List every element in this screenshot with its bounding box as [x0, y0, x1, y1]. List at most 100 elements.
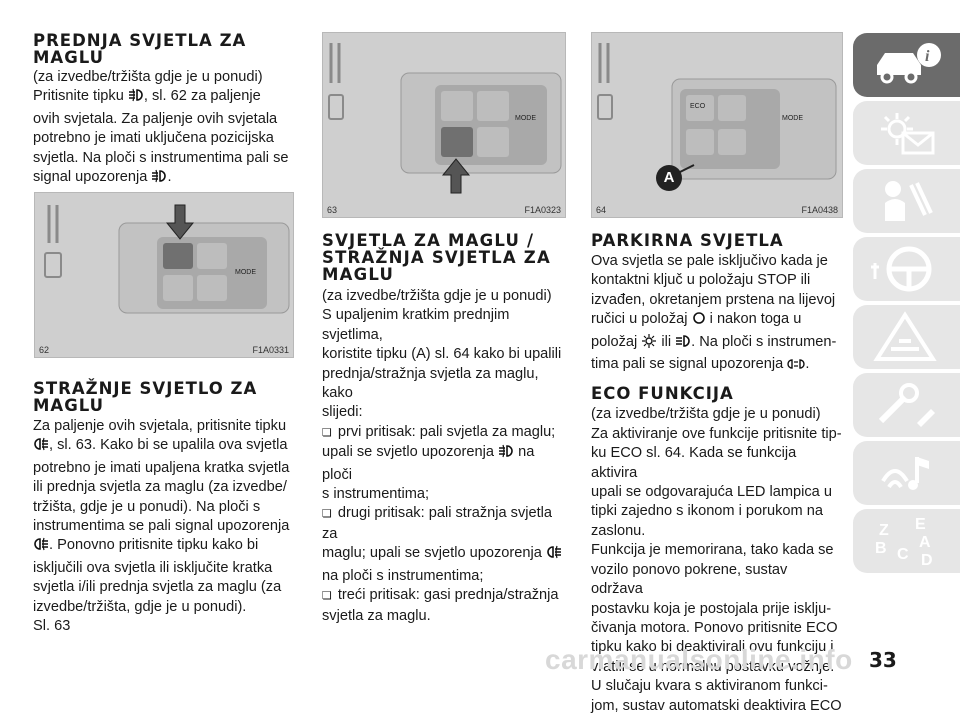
front-fog-paragraph: (za izvedbe/tržišta gdje je u ponudi) Pr…	[33, 68, 295, 190]
text-line: ku ECO sl. 64. Kada se funkcija aktivira	[591, 445, 797, 481]
text-line: upali se odgovarajuća LED lampica u	[591, 484, 832, 501]
tab-index[interactable]: Z E A B C D	[853, 509, 960, 573]
index-letter: Z	[879, 522, 889, 539]
text-line: čivanja motora. Ponovo pritisnite ECO	[591, 619, 838, 636]
figure-64: ECO MODE A 64 F1A0438	[591, 32, 843, 218]
warning-lights-icon	[881, 113, 935, 155]
text-line: svjetla za maglu.	[322, 607, 431, 624]
figure-number: 63	[327, 205, 338, 215]
text-line: signal upozorenja .	[33, 168, 295, 190]
figure-number: 62	[39, 345, 50, 355]
text-line: potrebno je imati uključena pozicijska	[33, 130, 274, 147]
text-line: položaj ili . Na ploči s instrumen-	[591, 333, 843, 355]
figure-code: F1A0323	[524, 205, 561, 215]
page-number: 33	[869, 648, 897, 672]
svg-text:i: i	[925, 48, 930, 65]
tab-car-info[interactable]: i	[853, 33, 960, 97]
figure-code: F1A0331	[252, 345, 289, 355]
index-letter: E	[915, 516, 926, 533]
index-letter: A	[919, 534, 931, 551]
tab-steering-wheel[interactable]	[853, 237, 960, 301]
text-line: tržišta, gdje je u ponudi). Na ploči s	[33, 498, 261, 515]
text-line: (za izvedbe/tržišta gdje je u ponudi)	[322, 288, 552, 304]
index-letter: D	[921, 552, 933, 567]
text-line: ručici u položaj i nakon toga u	[591, 310, 843, 332]
airbag-seat-icon	[885, 181, 933, 221]
text-line: tipku kako bi deaktivirali ovu funkciju …	[591, 639, 834, 656]
low-beam-icon	[675, 333, 691, 355]
parking-paragraph: Ova svjetla se pale isključivo kada je k…	[591, 252, 843, 377]
mode-label: MODE	[782, 115, 803, 122]
text-line: na ploči s instrumentima;	[322, 567, 484, 584]
text-line: Za aktiviranje ove funkcije pritisnite t…	[591, 425, 842, 442]
text-line: isključili ova svjetla ili isključite kr…	[33, 559, 273, 576]
text-line: svjetla i/ili prednja svjetla za maglu (…	[33, 579, 282, 596]
index-letter: C	[897, 546, 909, 563]
rear-fog-icon	[33, 536, 49, 558]
figure-code: F1A0438	[801, 205, 838, 215]
tab-multimedia[interactable]	[853, 441, 960, 505]
index-letters-icon: Z E A B C D	[875, 516, 933, 567]
heading-eco-function: ECO FUNKCIJA	[591, 384, 734, 404]
car-info-icon: i	[877, 43, 941, 84]
side-light-icon	[641, 333, 657, 355]
text-line: tipki zajedno s ikonom i porukom na	[591, 503, 823, 520]
text-line: instrumentima se pali signal upozorenja	[33, 518, 290, 535]
text-line: s instrumentima;	[322, 486, 430, 503]
mode-label: MODE	[235, 269, 256, 276]
figure-number: 64	[596, 205, 607, 215]
steering-wheel-icon	[871, 246, 932, 292]
text-line: izvedbe/tržišta, gdje je u ponudi).	[33, 598, 247, 615]
bullet-item: drugi pritisak: pali stražnja svjetla za	[322, 504, 565, 544]
heading-parking-lights: PARKIRNA SVJETLA	[591, 231, 784, 250]
text-line: jom, sustav automatski deaktivira ECO	[591, 697, 842, 714]
text-line: prednja/stražnja svjetla za maglu, kako	[322, 365, 539, 402]
callout-a: A	[656, 165, 682, 191]
parking-lights-icon	[787, 357, 806, 377]
front-fog-icon	[151, 168, 167, 190]
text-line: S upaljenim kratkim prednjim svjetlima,	[322, 307, 510, 343]
text-line: slijedi:	[322, 404, 363, 421]
rear-fog-icon	[33, 436, 49, 458]
text-line: U slučaju kvara s aktiviranom funkci-	[591, 678, 828, 695]
text-line: tima pali se signal upozorenja .	[591, 355, 843, 377]
text-line: (za izvedbe/tržišta gdje je u ponudi)	[33, 69, 263, 85]
text-line: upali se svjetlo upozorenja na ploči	[322, 443, 535, 483]
text-line: Pritisnite tipku , sl. 62 za paljenje	[33, 87, 295, 109]
tab-breakdown[interactable]	[853, 305, 960, 369]
multimedia-icon	[881, 457, 929, 490]
text-line: koristite tipku (A) sl. 64 kako bi upali…	[322, 346, 562, 363]
text-line: svjetla. Na ploči s instrumentima pali s…	[33, 149, 289, 166]
heading-rear-fog-light: STRAŽNJE SVJETLO ZA MAGLU	[33, 379, 258, 415]
text-line: Sl. 63	[33, 618, 71, 635]
text-line: zaslonu.	[591, 522, 646, 539]
tab-service[interactable]	[853, 373, 960, 437]
text-line: Ova svjetla se pale isključivo kada je	[591, 253, 828, 269]
eco-button-label: ECO	[690, 103, 706, 110]
front-fog-icon	[128, 87, 144, 109]
text-line: vozilo ponovo pokrene, sustav održava	[591, 561, 788, 598]
heading-fog-lights: SVJETLA ZA MAGLU / STRAŽNJA SVJETLA ZA M…	[322, 231, 551, 284]
front-fog-icon	[498, 443, 514, 465]
breakdown-warning-icon	[873, 311, 937, 361]
ring-off-icon	[692, 310, 706, 332]
mode-label: MODE	[515, 115, 536, 122]
column-2: SVJETLA ZA MAGLU / STRAŽNJA SVJETLA ZA M…	[322, 232, 565, 626]
text-line: . Ponovno pritisnite tipku kako bi	[33, 536, 295, 558]
bullet-item: treći pritisak: gasi prednja/stražnja	[322, 586, 565, 606]
text-line: Funkcija je memorirana, tako kada se	[591, 542, 834, 559]
tab-warning-lights[interactable]	[853, 101, 960, 165]
bullet-item: prvi pritisak: pali svjetla za maglu;	[322, 423, 565, 443]
rear-fog-icon	[546, 544, 562, 566]
text-line: (za izvedbe/tržišta gdje je u ponudi)	[591, 406, 821, 423]
service-tools-icon	[878, 383, 935, 427]
tab-airbag-seat[interactable]	[853, 169, 960, 233]
text-line: postavku koja je postojala prije isklju-	[591, 600, 832, 617]
text-line: potrebno je imati upaljena kratka svjetl…	[33, 459, 290, 476]
text-line: izvađen, okretanjem prstena na lijevoj	[591, 291, 836, 308]
rear-fog-paragraph: Za paljenje ovih svjetala, pritisnite ti…	[33, 417, 295, 636]
figure-62: MODE 62 F1A0331	[34, 192, 294, 358]
text-line: ovih svjetala. Za paljenje ovih svjetala	[33, 110, 278, 127]
text-line: , sl. 63. Kako bi se upalila ova svjetla	[33, 436, 295, 458]
text-line: vratili se u normalnu postavku vožnje.	[591, 658, 835, 675]
